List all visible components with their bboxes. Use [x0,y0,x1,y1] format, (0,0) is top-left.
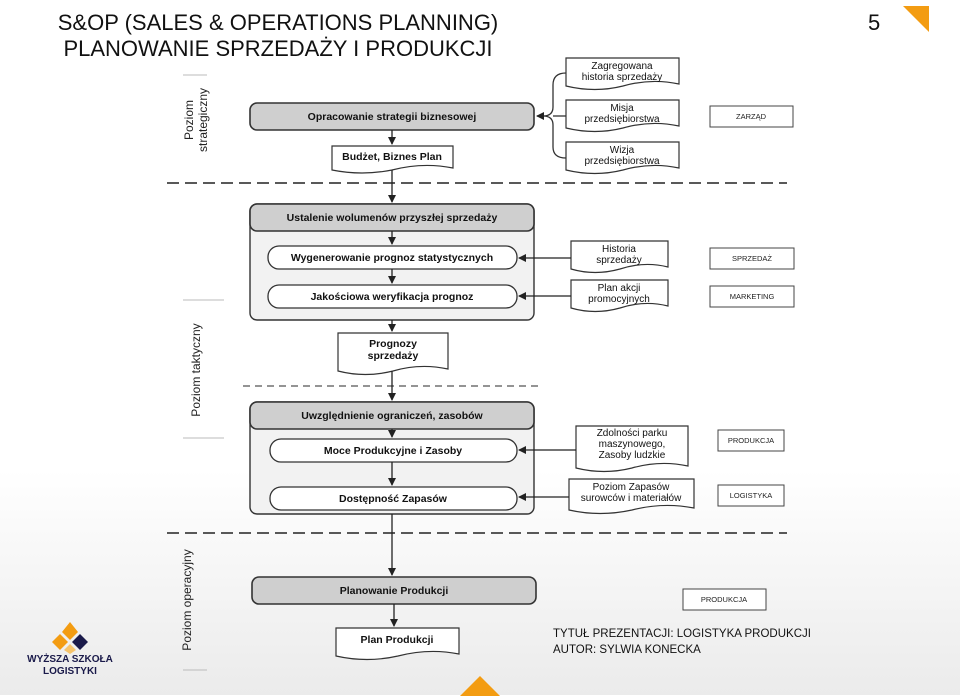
svg-text:Budżet, Biznes Plan: Budżet, Biznes Plan [342,151,442,163]
document-inventory-level: Poziom Zapasów surowców i materiałów [568,478,695,515]
logo-line-1: WYŻSZA SZKOŁA [27,654,113,665]
page-title: S&OP (SALES & OPERATIONS PLANNING) PLANO… [18,10,538,62]
level-label-strategic: Poziom strategiczny [182,88,210,152]
tag-production [717,429,785,452]
document-budget: Budżet, Biznes Plan [331,145,454,174]
svg-text:surowców i materiałów: surowców i materiałów [581,493,682,504]
document-production-plan: Plan Produkcji [335,627,460,661]
strategy-label: Opracowanie strategii biznesowej [308,111,477,123]
production-planning-label: Planowanie Produkcji [340,585,449,597]
inventory-availability-label: Dostępność Zapasów [339,493,448,505]
tag-marketing-label: MARKETING [730,292,775,301]
svg-text:Historia: Historia [602,244,636,255]
production-capacity-box [269,438,518,463]
tag-production-operational [682,588,767,611]
svg-text:przedsiębiorstwa: przedsiębiorstwa [584,114,659,125]
svg-text:Plan akcji: Plan akcji [598,283,641,294]
svg-text:Prognozy: Prognozy [369,338,417,350]
tag-production-label: PRODUKCJA [728,436,774,445]
svg-text:Poziom: Poziom [182,100,196,140]
document-mission: Misja przedsiębiorstwa [565,99,680,133]
svg-text:Wizja: Wizja [610,145,635,156]
tag-sales-label: SPRZEDAŻ [732,254,772,263]
svg-text:historia sprzedaży: historia sprzedaży [582,72,663,83]
svg-text:sprzedaży: sprzedaży [368,350,419,362]
document-sales-history: Historia sprzedaży [570,240,669,274]
svg-text:promocyjnych: promocyjnych [588,294,650,305]
document-aggregated-history: Zagregowana historia sprzedaży [565,57,680,91]
statistical-forecast-label: Wygenerowanie prognoz statystycznych [291,252,493,264]
logo-line-2: LOGISTYKI [43,666,97,677]
quality-verification-label: Jakościowa weryfikacja prognoz [311,291,474,303]
svg-text:Misja: Misja [610,103,634,114]
svg-text:Zagregowana: Zagregowana [591,61,653,72]
level-label-tactical: Poziom taktyczny [189,323,203,416]
document-sales-forecast: Prognozy sprzedaży [337,332,449,376]
university-logo-icon [52,622,88,654]
svg-text:Plan Produkcji: Plan Produkcji [361,634,434,646]
footer-author: AUTOR: SYLWIA KONECKA [553,644,701,656]
inventory-availability-box [269,486,518,511]
production-capacity-label: Moce Produkcyjne i Zasoby [324,445,462,457]
svg-text:przedsiębiorstwa: przedsiębiorstwa [584,156,659,167]
tag-production-operational-label: PRODUKCJA [701,595,747,604]
tag-logistics [717,484,785,507]
constraints-label: Uwzględnienie ograniczeń, zasobów [301,410,483,422]
footer-title: TYTUŁ PREZENTACJI: LOGISTYKA PRODUKCJI [553,628,811,640]
svg-text:maszynowego,: maszynowego, [599,439,666,450]
svg-text:strategiczny: strategiczny [196,88,210,152]
page-number: 5 [868,10,881,35]
bottom-triangle-icon [460,676,500,696]
sales-volume-label: Ustalenie wolumenów przyszłej sprzedaży [287,212,498,224]
document-vision: Wizja przedsiębiorstwa [565,141,680,175]
svg-text:Zasoby ludzkie: Zasoby ludzkie [599,450,666,461]
document-promo-plan: Plan akcji promocyjnych [570,279,669,313]
footer: TYTUŁ PREZENTACJI: LOGISTYKA PRODUKCJI A… [553,626,811,658]
title-line-2: PLANOWANIE SPRZEDAŻY I PRODUKCJI [63,36,493,61]
logo-text: WYŻSZA SZKOŁA LOGISTYKI [22,654,118,678]
tag-management-label: ZARZĄD [736,112,767,121]
tag-logistics-label: LOGISTYKA [730,491,773,500]
svg-text:Poziom Zapasów: Poziom Zapasów [593,482,670,493]
corner-triangle-icon [903,6,929,32]
title-line-1: S&OP (SALES & OPERATIONS PLANNING) [57,10,499,35]
svg-text:sprzedaży: sprzedaży [596,255,642,266]
quality-verification-box [267,284,518,309]
document-machine-capacity: Zdolności parku maszynowego, Zasoby ludz… [575,425,689,473]
tag-marketing [709,285,795,308]
tag-management [709,105,794,128]
tag-sales [709,247,795,270]
level-label-operational: Poziom operacyjny [180,549,194,650]
svg-text:Zdolności parku: Zdolności parku [597,428,668,439]
